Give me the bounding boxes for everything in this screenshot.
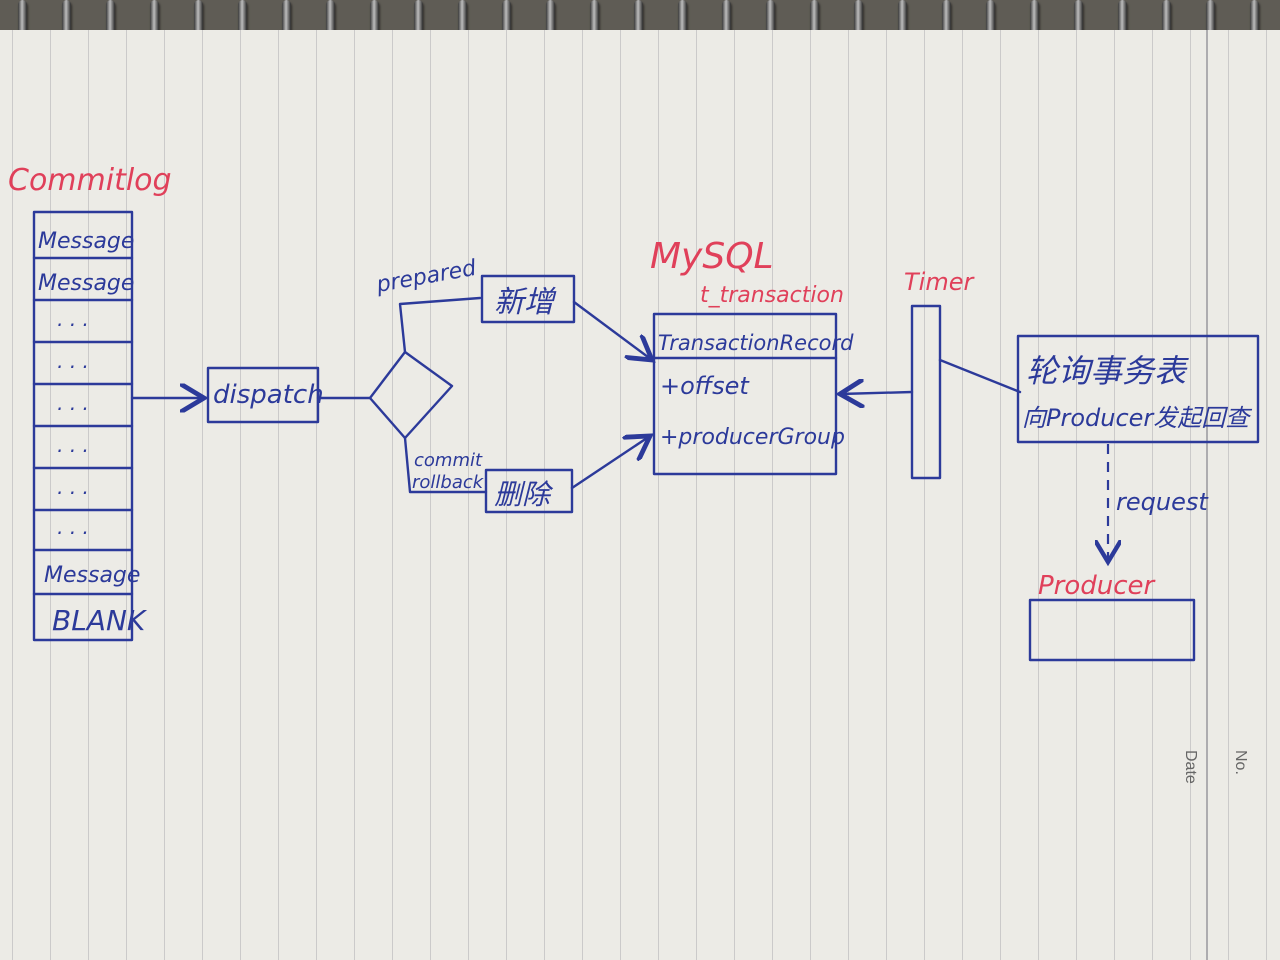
spiral-ring bbox=[238, 0, 247, 42]
timer-bar bbox=[910, 304, 942, 480]
branch-commit-rollback-line bbox=[403, 436, 488, 494]
commitlog-cell-6: · · · bbox=[56, 439, 88, 463]
branch-prepared-line bbox=[398, 296, 482, 354]
commitlog-cell-3: · · · bbox=[56, 313, 88, 337]
commit-label: commit bbox=[414, 450, 483, 471]
add-box bbox=[480, 274, 576, 324]
table-name-label: t_transaction bbox=[700, 283, 844, 308]
spiral-ring bbox=[766, 0, 775, 42]
rollback-label: rollback bbox=[412, 472, 485, 493]
request-label: request bbox=[1116, 488, 1209, 516]
delete-box bbox=[484, 468, 574, 514]
arrow-timer-to-table bbox=[840, 392, 914, 394]
producer-box bbox=[1028, 598, 1196, 662]
table-class-name: TransactionRecord bbox=[658, 331, 854, 355]
poll-line-1: 轮询事务表 bbox=[1026, 352, 1189, 390]
notebook-date-label: Date bbox=[1182, 750, 1199, 784]
spiral-ring bbox=[1206, 0, 1215, 42]
prepared-label: prepared bbox=[374, 256, 479, 298]
spiral-ring bbox=[810, 0, 819, 42]
arrow-add-to-table bbox=[572, 300, 652, 360]
dispatch-box bbox=[206, 366, 320, 424]
spiral-ring bbox=[62, 0, 71, 42]
table-field-offset: +offset bbox=[660, 372, 750, 400]
spiral-ring bbox=[546, 0, 555, 42]
commitlog-cell-9: Message bbox=[44, 563, 140, 588]
commitlog-cell-5: · · · bbox=[56, 397, 88, 421]
spiral-ring bbox=[1074, 0, 1083, 42]
spiral-ring bbox=[106, 0, 115, 42]
spiral-ring bbox=[326, 0, 335, 42]
table-field-producer-group: +producerGroup bbox=[660, 425, 845, 450]
commitlog-column bbox=[32, 210, 134, 642]
spiral-ring bbox=[942, 0, 951, 42]
spiral-ring bbox=[722, 0, 731, 42]
commitlog-cell-2: Message bbox=[38, 271, 134, 296]
spiral-ring bbox=[18, 0, 27, 42]
spiral-ring bbox=[634, 0, 643, 42]
page-margin-line bbox=[1206, 30, 1208, 960]
spiral-ring bbox=[1162, 0, 1171, 42]
spiral-ring bbox=[150, 0, 159, 42]
spiral-ring bbox=[458, 0, 467, 42]
line-timer-to-poll bbox=[938, 358, 1022, 394]
poll-box bbox=[1016, 334, 1260, 444]
add-label: 新增 bbox=[494, 285, 557, 320]
dispatch-label: dispatch bbox=[213, 380, 324, 410]
timer-label: Timer bbox=[904, 268, 975, 296]
commitlog-title: Commitlog bbox=[8, 163, 172, 198]
spiral-ring bbox=[854, 0, 863, 42]
commitlog-cell-4: · · · bbox=[56, 355, 88, 379]
commitlog-cell-1: Message bbox=[38, 229, 134, 254]
spiral-ring bbox=[1118, 0, 1127, 42]
decision-diamond bbox=[368, 350, 454, 440]
commitlog-cell-8: · · · bbox=[56, 521, 88, 545]
notebook-page bbox=[0, 30, 1280, 960]
commitlog-cell-blank: BLANK bbox=[52, 604, 148, 637]
spiral-ring bbox=[986, 0, 995, 42]
spiral-ring bbox=[194, 0, 203, 42]
spiral-ring bbox=[678, 0, 687, 42]
delete-label: 删除 bbox=[494, 478, 554, 511]
commitlog-cell-7: · · · bbox=[56, 481, 88, 505]
mysql-title: MySQL bbox=[650, 236, 774, 277]
spiral-ring bbox=[282, 0, 291, 42]
spiral-ring bbox=[1250, 0, 1259, 42]
spiral-ring bbox=[590, 0, 599, 42]
spiral-ring bbox=[502, 0, 511, 42]
producer-label: Producer bbox=[1038, 571, 1157, 601]
poll-line-2: 向Producer发起回查 bbox=[1022, 404, 1252, 432]
notebook-no-label: No. bbox=[1232, 750, 1249, 775]
spiral-ring bbox=[898, 0, 907, 42]
spiral-ring bbox=[414, 0, 423, 42]
notebook-spiral-binding bbox=[0, 0, 1280, 46]
spiral-ring bbox=[1030, 0, 1039, 42]
spiral-ring bbox=[370, 0, 379, 42]
arrow-delete-to-table bbox=[570, 436, 650, 490]
